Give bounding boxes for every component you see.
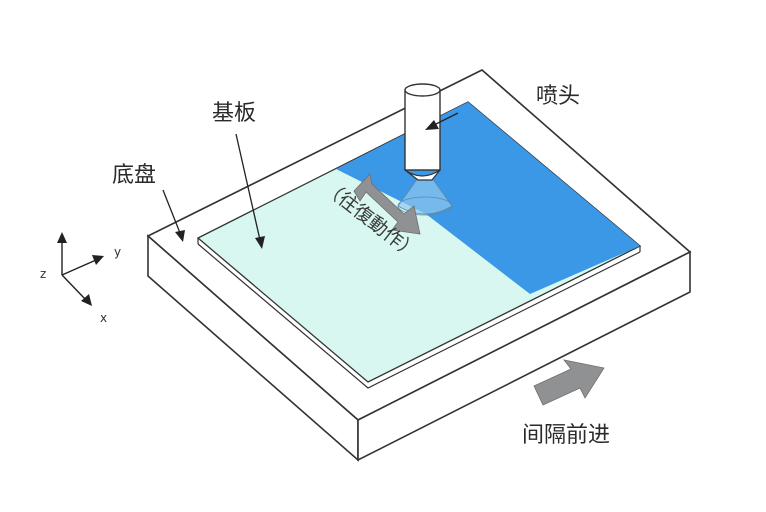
- x-axis-head: [81, 294, 92, 306]
- nozzle-leader-line: [433, 112, 459, 126]
- reciprocating-arrow: [353, 173, 421, 235]
- substrate-leader-line: [235, 133, 261, 241]
- y-axis-line: [61, 259, 97, 276]
- spray-spot: [397, 196, 453, 216]
- substrate-label: 基板: [212, 101, 256, 126]
- base-tray-front-side: [357, 250, 691, 462]
- base-label: 底盘: [112, 163, 156, 188]
- nozzle: [404, 83, 441, 181]
- advance-arrow-shape: [533, 359, 605, 406]
- substrate-leader-head: [255, 236, 265, 249]
- nozzle-body: [404, 89, 441, 171]
- advance-arrow: [533, 359, 605, 406]
- axes: y z x: [40, 232, 121, 325]
- spray-cone: [397, 177, 453, 216]
- nozzle-cap: [404, 83, 441, 97]
- base-leader-line: [162, 189, 181, 234]
- y-axis-label: y: [114, 245, 121, 259]
- x-axis-line: [61, 274, 87, 301]
- nozzle-label: 喷头: [536, 84, 580, 109]
- substrate-thickness-edge: [197, 243, 641, 389]
- leader-lines: [162, 112, 459, 249]
- nozzle-tip: [404, 169, 441, 181]
- x-axis-label: x: [100, 311, 107, 325]
- reciprocating-arrow-shape: [353, 173, 421, 235]
- y-axis-head: [92, 255, 104, 265]
- nozzle-leader-head: [425, 120, 439, 130]
- z-axis-label: z: [40, 267, 46, 281]
- base-leader-head: [175, 230, 185, 242]
- z-axis-head: [57, 232, 67, 243]
- advance-label: 间隔前进: [522, 423, 610, 448]
